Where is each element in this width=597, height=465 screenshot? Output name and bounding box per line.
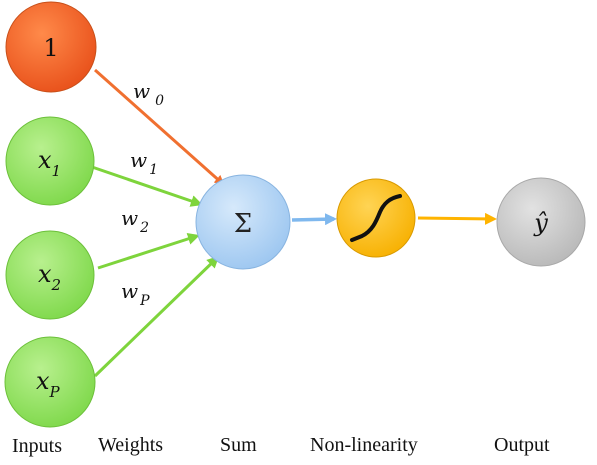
x2-label: x2	[38, 260, 61, 294]
xp-arrow	[93, 255, 220, 378]
x1-label: x1	[38, 146, 61, 180]
x2-arrow	[97, 233, 200, 270]
input-node-xp: xP	[4, 336, 96, 428]
bias-label: 1	[43, 34, 58, 62]
xp-label: xP	[36, 367, 61, 401]
caption-nonlinearity: Non-linearity	[310, 434, 418, 456]
input-node-x2: x2	[5, 230, 95, 320]
input-node-x1: x1	[5, 116, 95, 206]
caption-output: Output	[494, 434, 550, 456]
sum-arrow	[291, 213, 337, 226]
caption-sum: Sum	[220, 434, 257, 456]
bias-arrow	[94, 68, 225, 186]
caption-inputs: Inputs	[12, 435, 62, 457]
nonlinearity-node	[336, 178, 416, 258]
y-hat-label: ŷ	[533, 209, 548, 237]
bias-node: 1	[5, 1, 97, 93]
sigma-label: Σ	[234, 209, 252, 239]
x1-arrow	[91, 165, 203, 207]
nonlin-arrow	[417, 212, 497, 225]
caption-weights: Weights	[98, 434, 163, 456]
sigmoid-icon	[350, 194, 402, 242]
sum-node: Σ	[195, 174, 291, 270]
output-node: ŷ	[496, 177, 586, 267]
